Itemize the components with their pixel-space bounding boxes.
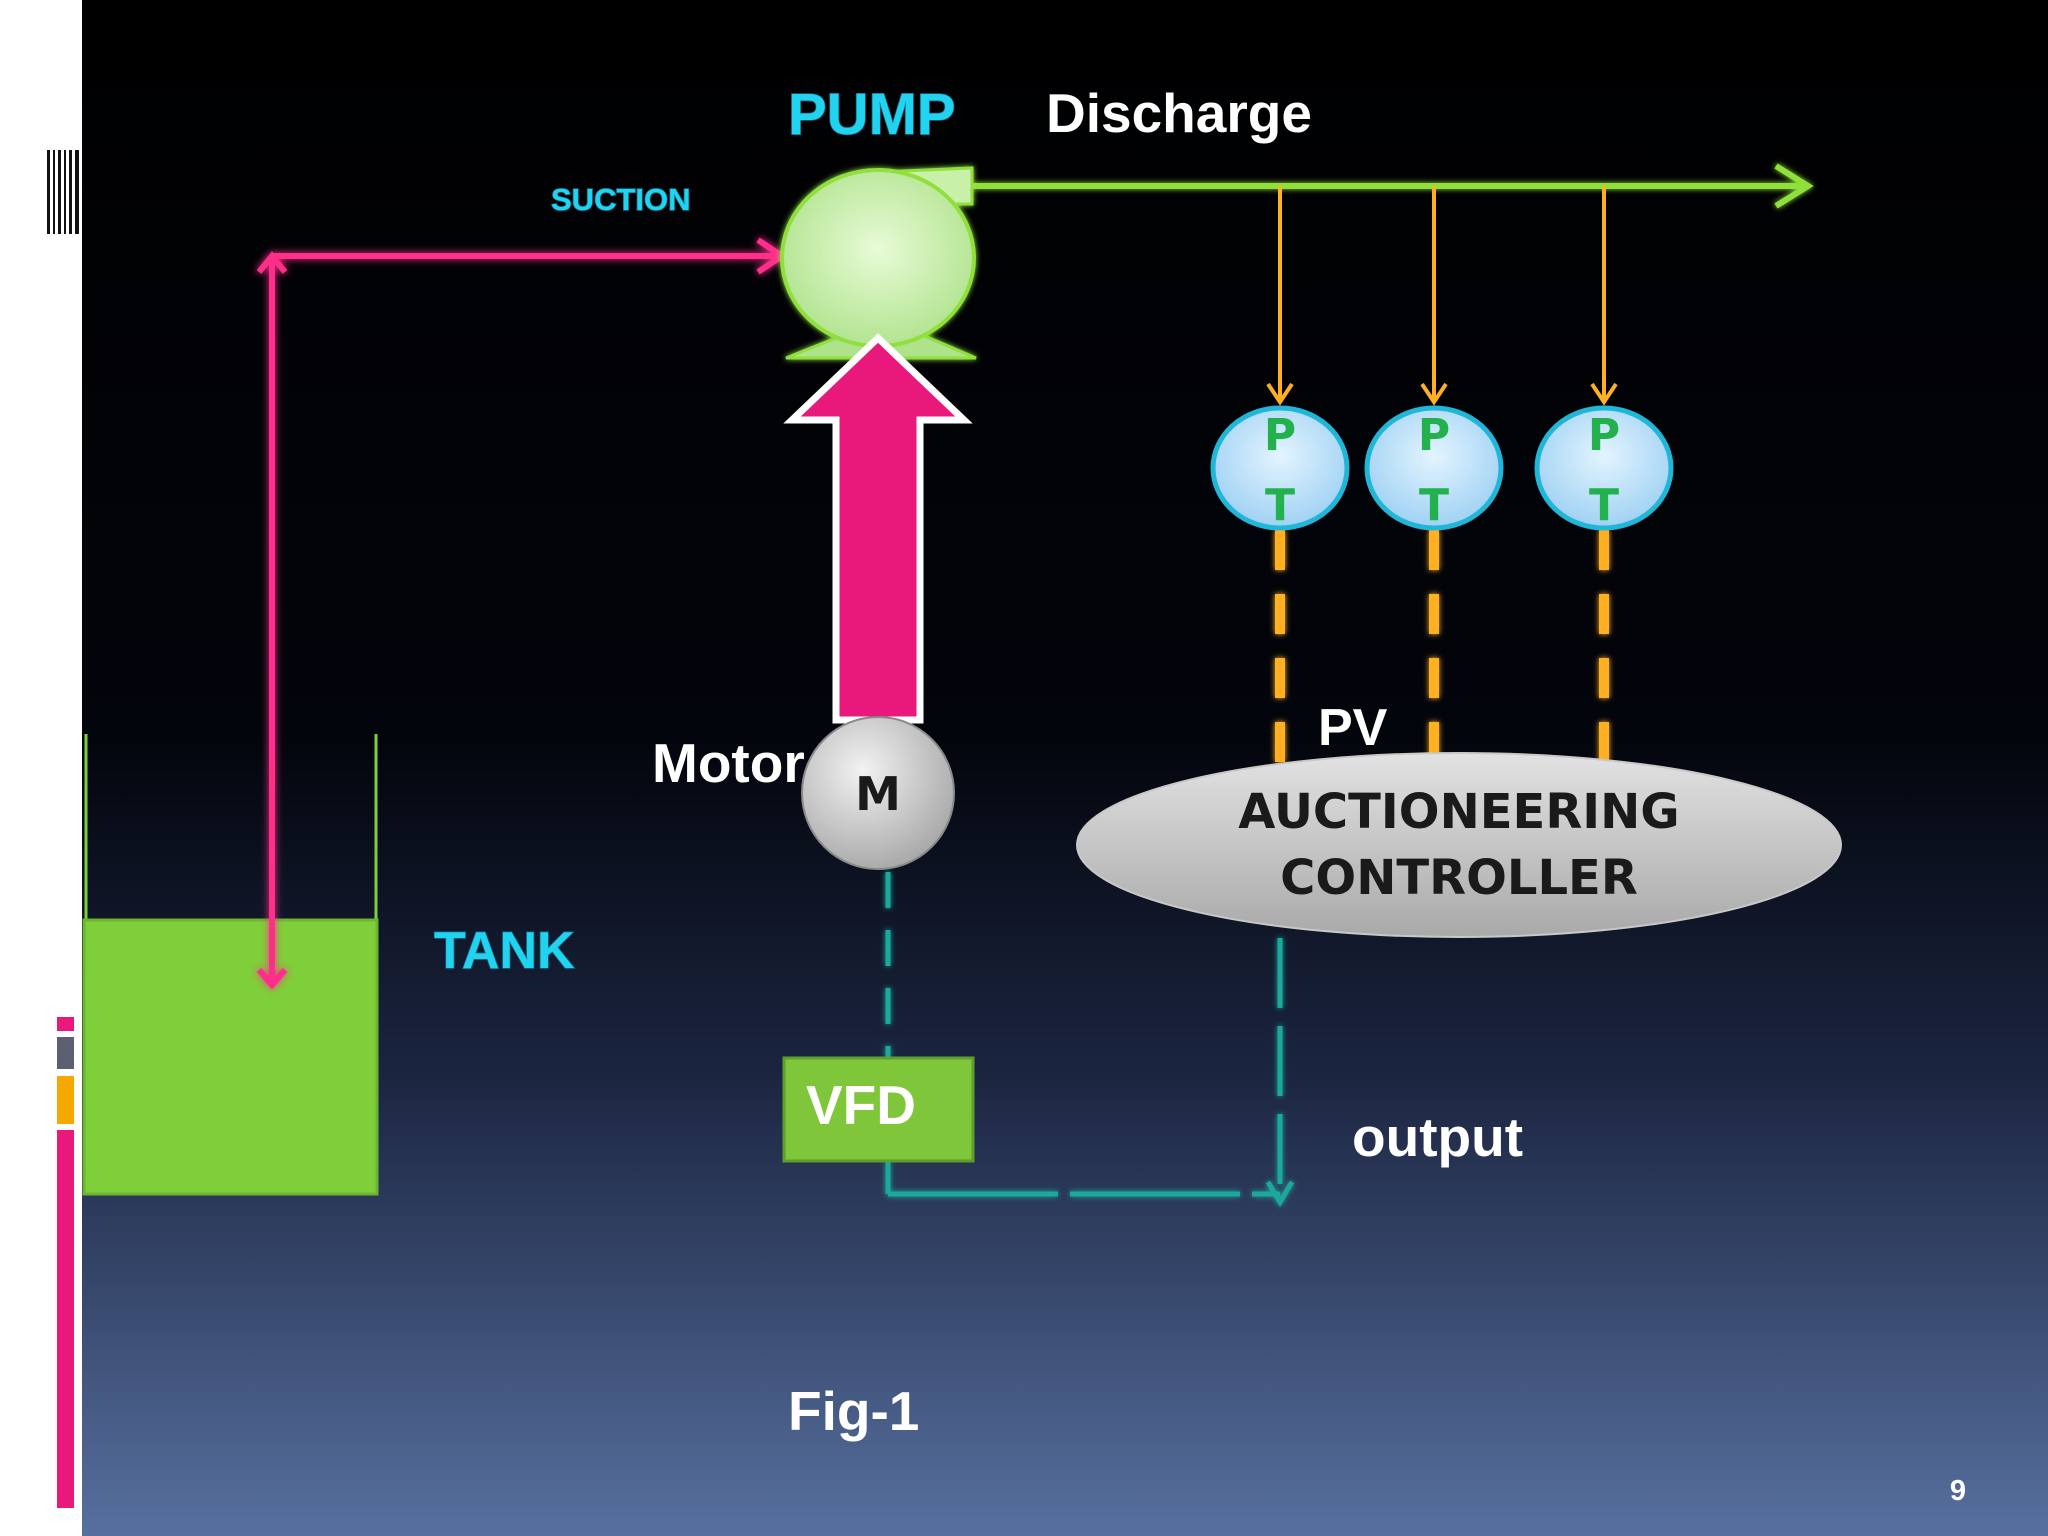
transmitter-letter-top: P xyxy=(1264,410,1296,461)
figure-caption: Fig-1 xyxy=(788,1380,919,1442)
motor-symbol xyxy=(801,716,955,870)
discharge-label: Discharge xyxy=(1046,82,1312,144)
tank-liquid xyxy=(82,918,379,1196)
control-signal-line xyxy=(885,872,1295,1207)
pressure-taps xyxy=(1266,186,1618,406)
transmitter-letter-bottom: T xyxy=(1265,480,1295,531)
transmitter-letter-top: P xyxy=(1588,410,1620,461)
controller-label-line1: AUCTIONEERING xyxy=(1238,784,1679,840)
transmitter-letter-top: P xyxy=(1418,410,1450,461)
pressure-transmitter: P T xyxy=(1364,405,1504,531)
pressure-transmitter: P T xyxy=(1534,405,1674,531)
tank xyxy=(82,734,379,1196)
auctioneering-controller xyxy=(1076,752,1842,938)
color-bar-decoration xyxy=(57,1017,74,1508)
tank-label: TANK xyxy=(434,922,575,980)
motor-symbol-letter: M xyxy=(855,767,901,821)
motor-label: Motor xyxy=(652,732,805,794)
transmitter-letter-bottom: T xyxy=(1589,480,1619,531)
page-number: 9 xyxy=(1950,1475,1966,1507)
suction-line xyxy=(256,237,788,990)
barcode-decoration xyxy=(47,150,79,234)
pump-label: PUMP xyxy=(788,82,956,147)
discharge-line xyxy=(972,163,1814,209)
pv-label: PV xyxy=(1318,699,1388,757)
transmitter-letter-bottom: T xyxy=(1419,480,1449,531)
output-label: output xyxy=(1352,1106,1523,1168)
transmitter-signal-lines xyxy=(1275,530,1609,770)
pressure-transmitter: P T xyxy=(1210,405,1350,531)
vfd-label: VFD xyxy=(806,1074,916,1136)
vfd-box xyxy=(782,1056,975,1163)
controller-label-line2: CONTROLLER xyxy=(1280,850,1638,906)
suction-label: SUCTION xyxy=(551,182,691,217)
pump-casing xyxy=(780,168,976,348)
